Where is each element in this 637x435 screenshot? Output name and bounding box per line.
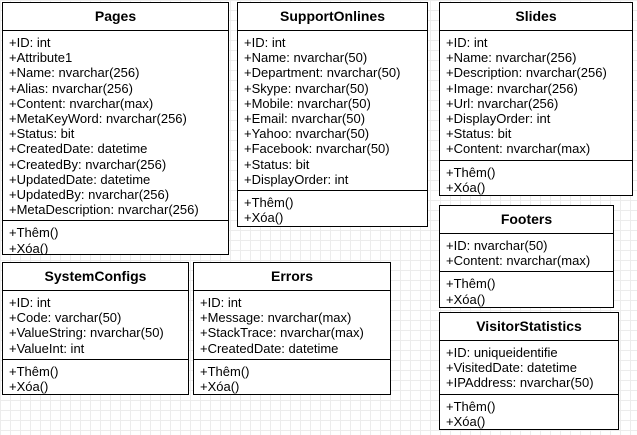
attribute-row: +IPAddress: nvarchar(50) (446, 375, 594, 391)
operation-row: +Thêm() (446, 398, 496, 414)
class-box-footers[interactable]: Footers+ID: nvarchar(50)+Content: nvarch… (439, 205, 614, 308)
attribute-row: +MetaKeyWord: nvarchar(256) (9, 111, 187, 127)
attribute-row: +Status: bit (244, 156, 310, 172)
attribute-row: +CreatedBy: nvarchar(256) (9, 156, 167, 172)
class-name: Slides (440, 3, 632, 31)
operation-row: +Thêm() (446, 164, 496, 180)
attribute-row: +Content: nvarchar(max) (9, 95, 154, 111)
operations-compartment: +Thêm()+Xóa() (3, 221, 228, 255)
attribute-row: +CreatedDate: datetime (9, 141, 148, 157)
operations-compartment: +Thêm()+Xóa() (3, 360, 188, 395)
class-box-systemconfigs[interactable]: SystemConfigs+ID: int+Code: varchar(50)+… (2, 262, 189, 395)
attribute-row: +ID: int (446, 35, 488, 50)
attribute-row: +Email: nvarchar(50) (244, 111, 366, 127)
operation-row: +Thêm() (446, 276, 496, 292)
operation-row: +Thêm() (9, 363, 59, 379)
attribute-row: +Yahoo: nvarchar(50) (244, 126, 370, 142)
attribute-row: +Code: varchar(50) (9, 310, 122, 326)
class-name: VisitorStatistics (440, 313, 618, 341)
operations-compartment: +Thêm()+Xóa() (440, 395, 618, 429)
attribute-row: +UpdatedDate: datetime (9, 171, 151, 187)
operations-compartment: +Thêm()+Xóa() (238, 191, 427, 226)
class-name: Pages (3, 3, 228, 31)
class-box-supportonlines[interactable]: SupportOnlines+ID: int+Name: nvarchar(50… (237, 2, 428, 227)
attribute-row: +Mobile: nvarchar(50) (244, 95, 371, 111)
class-box-slides[interactable]: Slides+ID: int+Name: nvarchar(256)+Descr… (439, 2, 633, 196)
attribute-row: +DisplayOrder: int (446, 111, 551, 127)
attribute-row: +Status: bit (9, 126, 75, 142)
class-box-pages[interactable]: Pages+ID: int+Attribute1+Name: nvarchar(… (2, 2, 229, 255)
operation-row: +Xóa() (446, 413, 486, 429)
attribute-row: +UpdatedBy: nvarchar(256) (9, 187, 170, 203)
attribute-row: +Name: nvarchar(256) (9, 65, 140, 81)
operations-compartment: +Thêm()+Xóa() (440, 161, 632, 195)
attribute-row: +Description: nvarchar(256) (446, 65, 607, 81)
attribute-row: +Image: nvarchar(256) (446, 80, 578, 96)
operations-compartment: +Thêm()+Xóa() (440, 272, 613, 307)
attribute-row: +Status: bit (446, 126, 512, 142)
class-name: SystemConfigs (3, 263, 188, 291)
class-name: Footers (440, 206, 613, 234)
attribute-row: +CreatedDate: datetime (200, 340, 339, 356)
attributes-compartment: +ID: int+Message: nvarchar(max)+StackTra… (194, 291, 390, 360)
attribute-row: +Skype: nvarchar(50) (244, 80, 369, 96)
attribute-row: +Attribute1 (9, 50, 73, 66)
attribute-row: +Alias: nvarchar(256) (9, 80, 133, 96)
attribute-row: +ID: int (200, 295, 242, 310)
class-box-visitorstatistics[interactable]: VisitorStatistics+ID: uniqueidentifie+Vi… (439, 312, 619, 430)
operation-row: +Thêm() (200, 363, 250, 379)
attribute-row: +StackTrace: nvarchar(max) (200, 325, 364, 341)
attribute-row: +ID: int (9, 295, 51, 310)
attribute-row: +Message: nvarchar(max) (200, 310, 352, 326)
attributes-compartment: +ID: int+Attribute1+Name: nvarchar(256)+… (3, 31, 228, 222)
attribute-row: +ID: nvarchar(50) (446, 238, 548, 253)
operation-row: +Xóa() (446, 179, 486, 195)
attribute-row: +DisplayOrder: int (244, 171, 349, 187)
operation-row: +Xóa() (9, 240, 49, 255)
attribute-row: +VisitedDate: datetime (446, 360, 577, 376)
attribute-row: +ValueString: nvarchar(50) (9, 325, 164, 341)
operation-row: +Thêm() (244, 195, 294, 211)
operation-row: +Xóa() (244, 210, 284, 226)
operations-compartment: +Thêm()+Xóa() (194, 360, 390, 395)
operation-row: +Thêm() (9, 225, 59, 241)
attribute-row: +Department: nvarchar(50) (244, 65, 401, 81)
attributes-compartment: +ID: int+Name: nvarchar(256)+Description… (440, 31, 632, 161)
attributes-compartment: +ID: uniqueidentifie+VisitedDate: dateti… (440, 341, 618, 395)
class-box-errors[interactable]: Errors+ID: int+Message: nvarchar(max)+St… (193, 262, 391, 395)
attribute-row: +Content: nvarchar(max) (446, 141, 591, 157)
attribute-row: +Content: nvarchar(max) (446, 253, 591, 269)
attribute-row: +Name: nvarchar(50) (244, 50, 368, 66)
operation-row: +Xóa() (9, 379, 49, 395)
attribute-row: +ID: int (244, 35, 286, 50)
attribute-row: +MetaDescription: nvarchar(256) (9, 202, 199, 218)
attributes-compartment: +ID: nvarchar(50)+Content: nvarchar(max) (440, 234, 613, 273)
attribute-row: +Facebook: nvarchar(50) (244, 141, 390, 157)
class-name: Errors (194, 263, 390, 291)
operation-row: +Xóa() (200, 379, 240, 395)
attribute-row: +ID: uniqueidentifie (446, 345, 558, 360)
attributes-compartment: +ID: int+Name: nvarchar(50)+Department: … (238, 31, 427, 192)
class-name: SupportOnlines (238, 3, 427, 31)
attributes-compartment: +ID: int+Code: varchar(50)+ValueString: … (3, 291, 188, 360)
operation-row: +Xóa() (446, 291, 486, 307)
attribute-row: +Url: nvarchar(256) (446, 95, 559, 111)
attribute-row: +ValueInt: int (9, 340, 85, 356)
attribute-row: +Name: nvarchar(256) (446, 50, 577, 66)
attribute-row: +ID: int (9, 35, 51, 50)
